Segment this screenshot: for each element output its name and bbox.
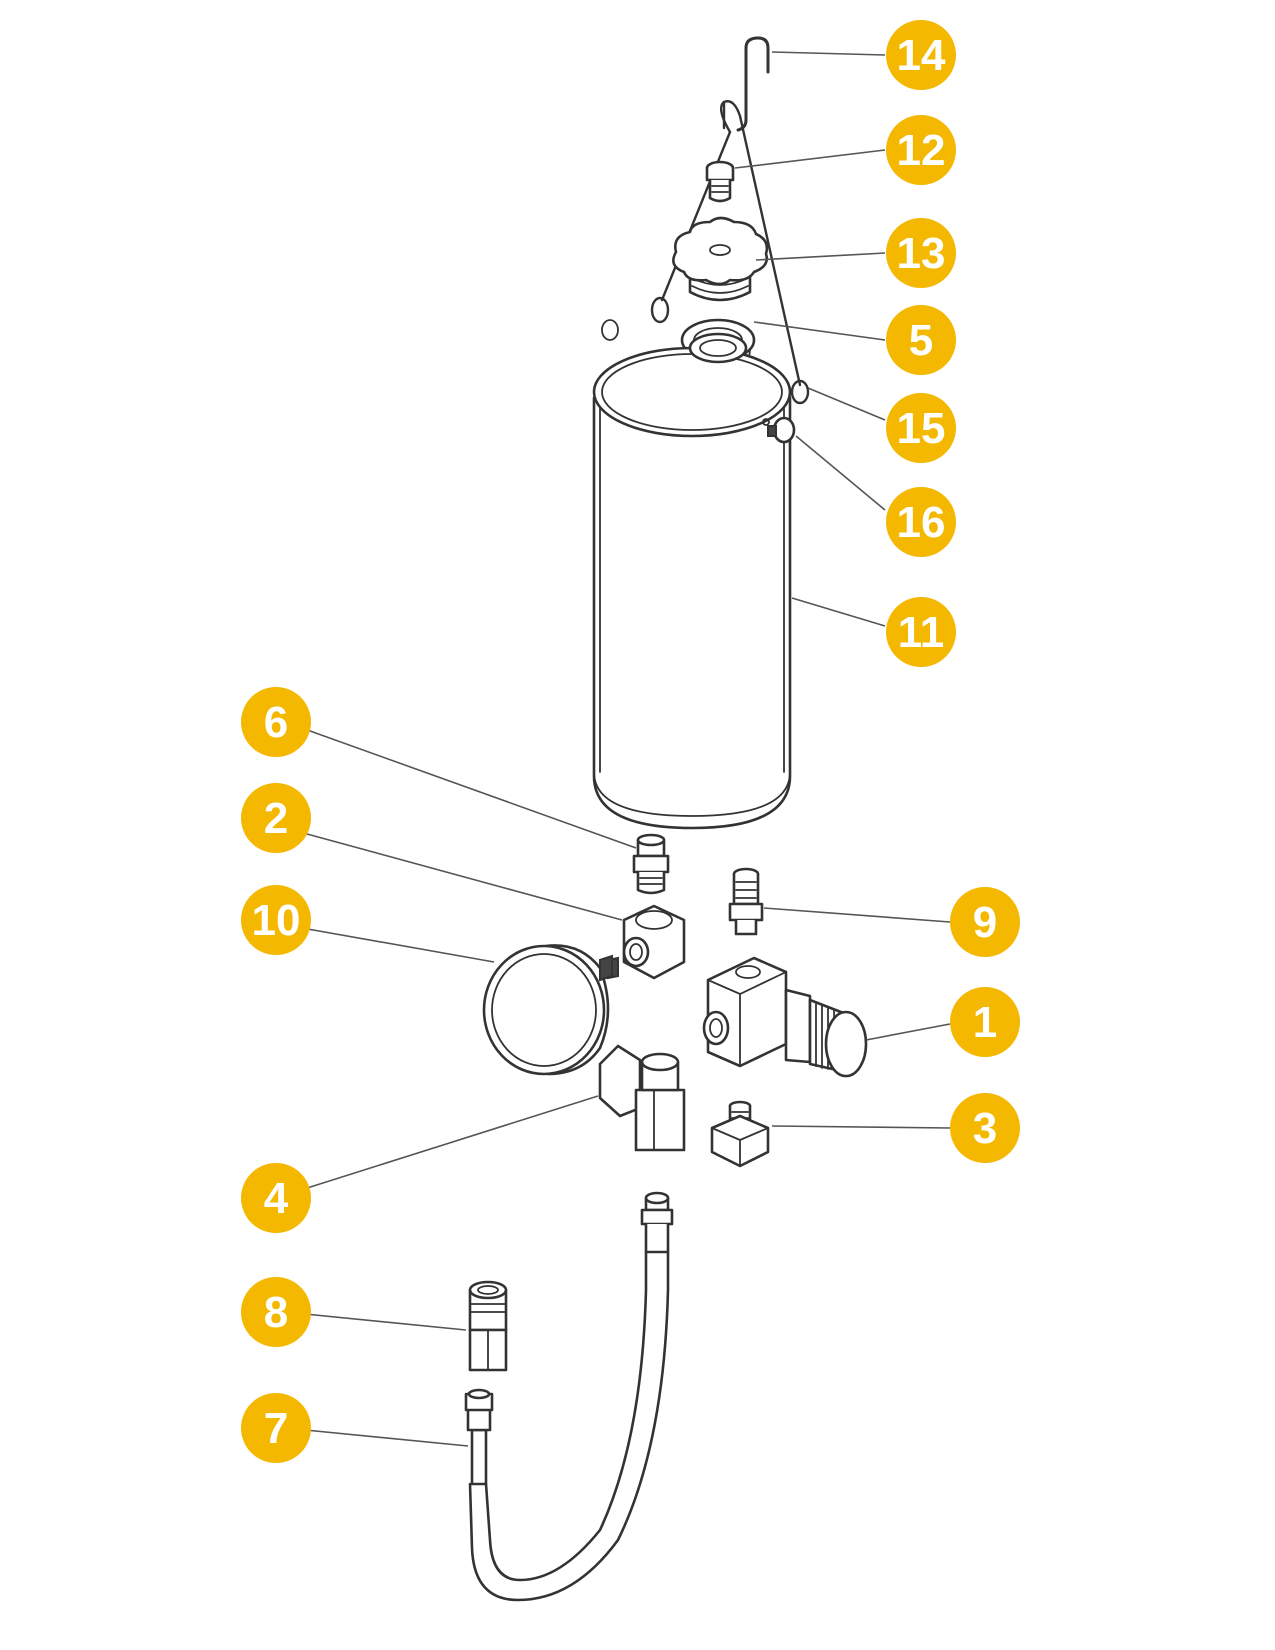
badge-circle [241, 783, 311, 853]
badge-label: 5 [909, 316, 933, 365]
handle-screw [767, 416, 796, 444]
air-hose [464, 1191, 674, 1602]
badge-label: 14 [897, 31, 946, 80]
badge-circle [241, 687, 311, 757]
badge-label: 12 [897, 126, 946, 175]
callout-badge-3: 3 [950, 1093, 1020, 1163]
badge-circle [886, 20, 956, 90]
badge-circle [886, 218, 956, 288]
badge-label: 1 [973, 998, 997, 1047]
badge-circle [241, 1163, 311, 1233]
regulator [702, 956, 868, 1078]
callout-badge-5: 5 [886, 305, 956, 375]
badge-circle [241, 1393, 311, 1463]
badge-label: 3 [973, 1104, 997, 1153]
badge-circle [886, 305, 956, 375]
badge-label: 15 [897, 404, 946, 453]
street-tee [607, 904, 686, 980]
hex-nipple [632, 833, 670, 895]
badge-circle [950, 887, 1020, 957]
quick-coupler [468, 1280, 508, 1372]
badge-circle [886, 487, 956, 557]
badge-label: 16 [897, 498, 946, 547]
callout-badge-14: 14 [886, 20, 956, 90]
callout-badge-9: 9 [950, 887, 1020, 957]
callout-badge-10: 10 [241, 885, 311, 955]
badge-label: 2 [264, 794, 288, 843]
relief-valve [705, 160, 735, 203]
callout-badge-1: 1 [950, 987, 1020, 1057]
badge-label: 7 [264, 1404, 288, 1453]
badge-label: 10 [252, 896, 301, 945]
callout-badge-11: 11 [886, 597, 956, 667]
badge-circle [886, 393, 956, 463]
badge-label: 6 [264, 698, 288, 747]
badge-circle [950, 1093, 1020, 1163]
badge-label: 11 [898, 608, 945, 657]
bail-handle [650, 100, 810, 405]
callout-badge-16: 16 [886, 487, 956, 557]
callout-badge-7: 7 [241, 1393, 311, 1463]
callout-badge-12: 12 [886, 115, 956, 185]
callout-badge-2: 2 [241, 783, 311, 853]
fill-cap [672, 216, 769, 302]
leader-lines [284, 51, 951, 1447]
badge-label: 8 [264, 1288, 288, 1337]
badge-circle [886, 115, 956, 185]
reducer-bushing [710, 1100, 770, 1168]
fitting-nipple [728, 867, 764, 936]
callout-badge-13: 13 [886, 218, 956, 288]
tank [592, 319, 792, 830]
badge-circle [886, 597, 956, 667]
badge-circle [950, 987, 1020, 1057]
pressure-gauge [482, 944, 613, 1076]
callout-badge-4: 4 [241, 1163, 311, 1233]
badge-label: 4 [264, 1174, 289, 1223]
callout-badge-15: 15 [886, 393, 956, 463]
callout-badge-8: 8 [241, 1277, 311, 1347]
hanger-hook [736, 36, 770, 132]
ball-valve [598, 1044, 686, 1152]
badge-circle [241, 885, 311, 955]
badge-label: 13 [897, 229, 946, 278]
callout-badge-6: 6 [241, 687, 311, 757]
badge-circle [241, 1277, 311, 1347]
badge-label: 9 [973, 898, 997, 947]
